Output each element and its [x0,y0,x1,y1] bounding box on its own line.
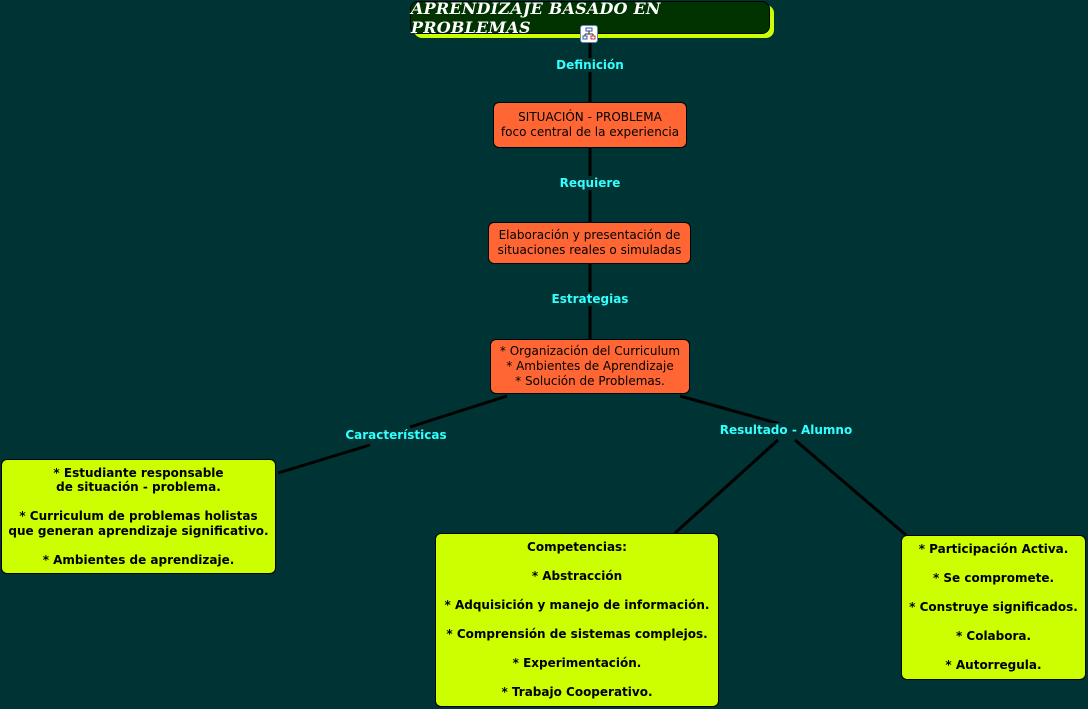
node-text: * Organización del Curriculum [499,344,681,358]
node-text: situaciones reales o simuladas [497,243,682,257]
node-text: * Solución de Problemas. [515,374,665,388]
node-text: que generan aprendizaje significativo. [8,523,269,538]
link-resultado-competencias [673,438,780,535]
node-elaboracion[interactable]: Elaboración y presentación de situacione… [488,222,691,264]
node-text: * Se compromete. [932,571,1055,586]
node-text: de situación - problema. [56,480,221,495]
node-competencias[interactable]: Competencias: * Abstracción * Adquisició… [435,533,719,707]
node-caracteristicas[interactable]: * Estudiante responsable de situación - … [1,459,276,574]
node-text: * Participación Activa. [918,542,1069,557]
link-label-resultado: Resultado - Alumno [717,423,855,437]
node-text: * Autorregula. [945,658,1042,673]
node-text: Elaboración y presentación de [498,228,681,242]
link-label-caracteristicas: Características [343,428,449,442]
link-label-estrategias: Estrategias [549,292,631,306]
node-text: Competencias: [527,540,627,555]
node-text: * Ambientes de aprendizaje. [42,552,235,567]
node-text: * Ambientes de Aprendizaje [506,359,674,373]
node-text: * Trabajo Cooperativo. [501,685,653,700]
node-text: * Abstracción [531,569,623,584]
node-text: * Construye significados. [909,600,1078,615]
node-text: * Comprensión de sistemas complejos. [446,627,708,642]
node-text: * Estudiante responsable [53,465,224,480]
link-label-definicion: Definición [554,58,626,72]
hierarchy-icon [582,27,596,40]
node-resultado-alumno[interactable]: * Participación Activa. * Se compromete.… [901,535,1086,680]
node-text: * Colabora. [955,629,1032,644]
link-label-requiere: Requiere [557,176,623,190]
node-text: * Experimentación. [512,656,642,671]
link-estrategias-resultado [679,394,781,426]
node-text: foco central de la experiencia [500,125,680,139]
link-resultado-participacion [794,438,907,537]
node-situacion-problema[interactable]: SITUACIÓN - PROBLEMA foco central de la … [493,102,687,148]
link-estrategias-caracteristicas-a [409,394,508,429]
link-estrategias-caracteristicas-b [277,443,371,475]
node-text: * Adquisición y manejo de información. [444,598,710,613]
node-text: SITUACIÓN - PROBLEMA [518,110,662,124]
node-estrategias[interactable]: * Organización del Curriculum * Ambiente… [490,339,690,394]
concept-map-icon[interactable] [580,25,598,43]
node-text: * Curriculum de problemas holistas [19,509,258,524]
